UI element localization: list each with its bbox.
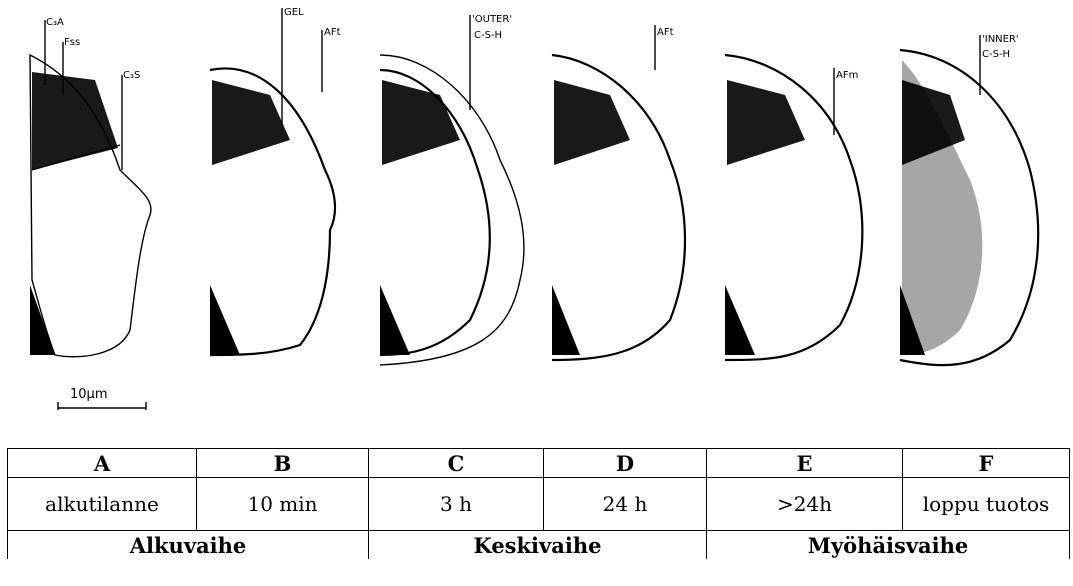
label-outer: 'OUTER' (472, 14, 512, 25)
stage-time-c: 3 h (369, 478, 544, 531)
phase-row: Alkuvaihe Keskivaihe Myöhäisvaihe (8, 531, 1070, 560)
stage-letter-row: A B C D E F (8, 449, 1070, 478)
stage-time-f: loppu tuotos (903, 478, 1070, 531)
stage-letter-b: B (197, 449, 369, 478)
phase-alkuvaihe: Alkuvaihe (8, 531, 369, 560)
panel-a-drawing: C₃A Fss C₃S 10µm (30, 17, 151, 410)
phase-keskivaihe: Keskivaihe (369, 531, 707, 560)
scale-bar-label: 10µm (70, 387, 107, 402)
label-c3s: C₃S (123, 70, 140, 81)
label-c3a: C₃A (46, 17, 64, 28)
label-aft-d: AFt (657, 27, 674, 38)
label-csh-inner: C-S-H (982, 49, 1010, 60)
label-inner: 'INNER' (982, 34, 1019, 45)
stage-time-d: 24 h (544, 478, 707, 531)
stage-letter-f: F (903, 449, 1070, 478)
stage-letter-a: A (8, 449, 197, 478)
label-csh-outer: C-S-H (474, 30, 502, 41)
panel-b-drawing: GEL AFt (210, 7, 341, 355)
label-aft-b: AFt (324, 27, 341, 38)
panel-d-drawing: AFt (552, 25, 685, 360)
label-fss: Fss (64, 37, 80, 48)
hydration-stages-figure: C₃A Fss C₃S 10µm GEL AFt 'OUTER' C-S-H A… (0, 0, 1073, 445)
label-afm: AFm (836, 70, 858, 81)
panel-f-drawing: 'INNER' C-S-H (900, 34, 1038, 365)
label-gel: GEL (284, 7, 304, 18)
stage-letter-d: D (544, 449, 707, 478)
stage-time-a: alkutilanne (8, 478, 197, 531)
stage-time-row: alkutilanne 10 min 3 h 24 h >24h loppu t… (8, 478, 1070, 531)
stage-time-e: >24h (707, 478, 903, 531)
stage-letter-c: C (369, 449, 544, 478)
hydration-stage-table: A B C D E F alkutilanne 10 min 3 h 24 h … (7, 448, 1070, 559)
panel-e-drawing: AFm (725, 55, 862, 360)
panel-c-drawing: 'OUTER' C-S-H (380, 14, 524, 365)
stage-letter-e: E (707, 449, 903, 478)
stage-time-b: 10 min (197, 478, 369, 531)
phase-myohaisvaihe: Myöhäisvaihe (707, 531, 1070, 560)
